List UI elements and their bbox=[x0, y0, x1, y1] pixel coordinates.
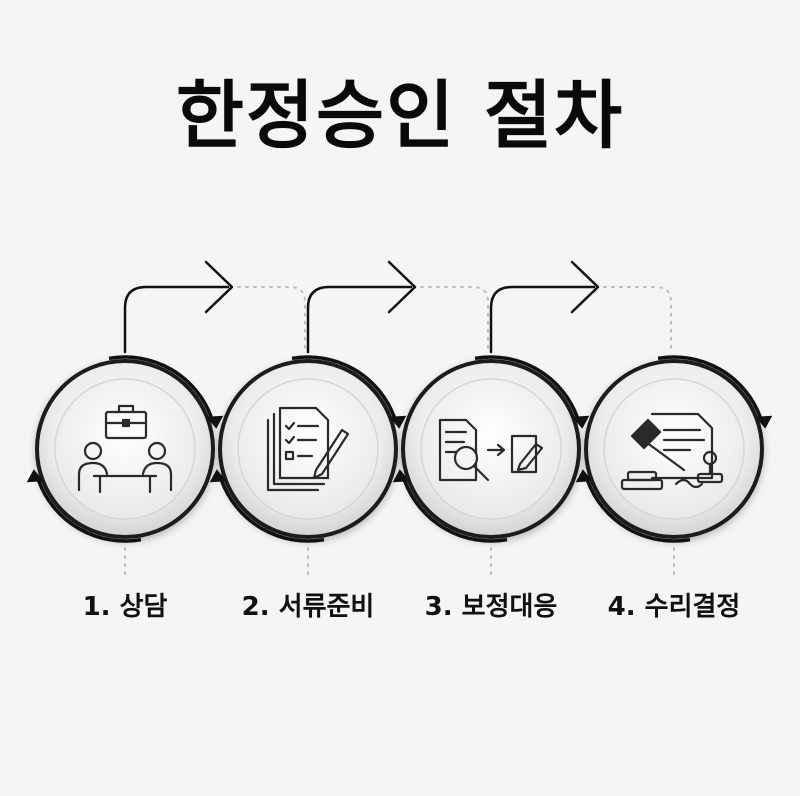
flow-arrow-1-head bbox=[204, 260, 234, 314]
step-label-1: 1. 상담 bbox=[82, 592, 168, 622]
flow-arrow-1 bbox=[123, 285, 230, 354]
flow-arrow-3 bbox=[489, 285, 596, 354]
page-title: 한정승인 절차 bbox=[175, 73, 625, 159]
flow-arrow-2 bbox=[306, 285, 413, 354]
cycle-arrowhead bbox=[389, 415, 407, 429]
step-label-2: 2. 서류준비 bbox=[241, 592, 375, 622]
cycle-arrowhead bbox=[392, 469, 410, 483]
dotted-guide-1 bbox=[237, 286, 306, 353]
cycle-arrowhead bbox=[209, 469, 227, 483]
cycle-arrowhead bbox=[26, 469, 44, 483]
cycle-arrowhead bbox=[755, 415, 773, 429]
document-review-correction-icon bbox=[438, 418, 544, 482]
flow-arrow-3-head bbox=[570, 260, 600, 314]
step-label-3: 3. 보정대응 bbox=[424, 592, 558, 622]
gavel-stamp-decision-icon bbox=[620, 412, 724, 491]
step-circle-2 bbox=[209, 355, 407, 543]
cycle-arrowhead bbox=[206, 415, 224, 429]
dotted-guide-2 bbox=[420, 286, 489, 353]
consultation-meeting-icon bbox=[77, 404, 173, 494]
step-circle-1 bbox=[26, 355, 224, 543]
flow-arrow-2-head bbox=[387, 260, 417, 314]
document-checklist-pen-icon bbox=[266, 406, 350, 492]
dotted-guide-3 bbox=[603, 286, 672, 353]
step-label-4: 4. 수리결정 bbox=[607, 592, 741, 622]
cycle-arrowhead bbox=[575, 469, 593, 483]
cycle-arrowhead bbox=[572, 415, 590, 429]
